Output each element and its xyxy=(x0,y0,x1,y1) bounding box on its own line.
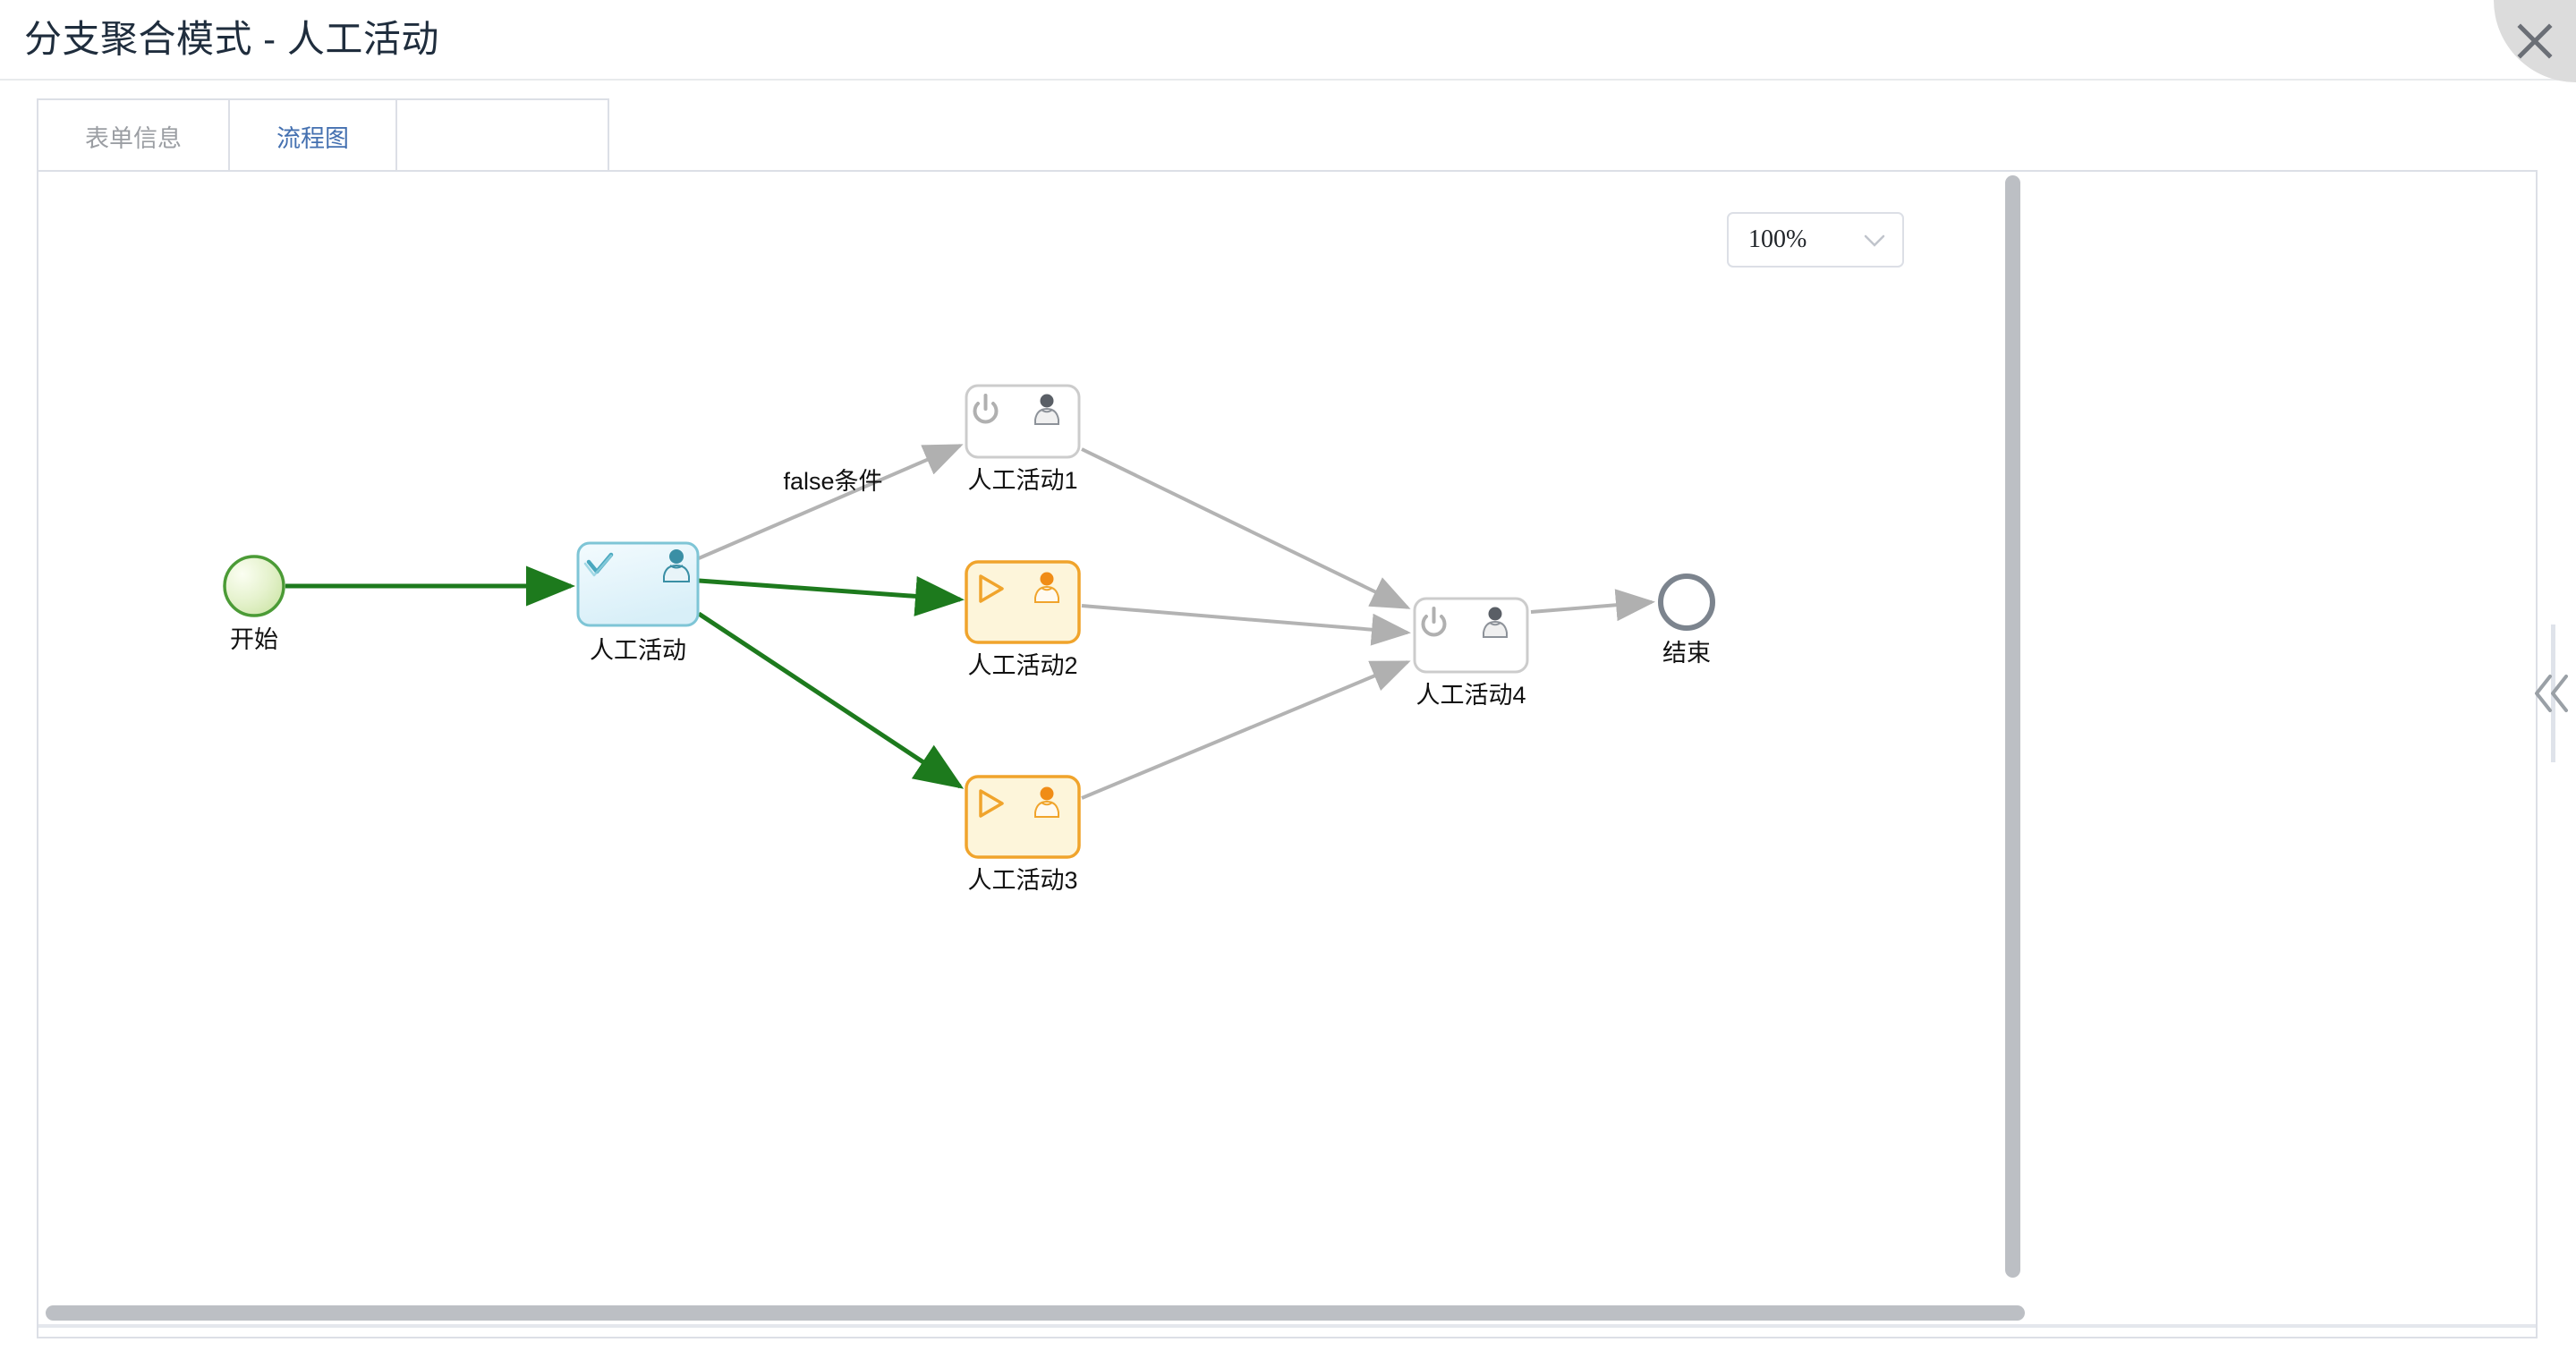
node-label-task-manual-2: 人工活动2 xyxy=(967,652,1078,679)
double-chevron-left-icon xyxy=(2529,675,2575,721)
dialog-header: 分支聚合模式 - 人工活动 xyxy=(0,0,2576,82)
node-label-task-manual: 人工活动 xyxy=(590,637,686,664)
close-button[interactable] xyxy=(2494,0,2576,82)
zoom-level-value: 100% xyxy=(1748,225,1807,253)
user-icon xyxy=(1483,607,1508,638)
diagram-svg xyxy=(223,384,1715,859)
power-icon xyxy=(1421,607,1447,637)
horizontal-scrollbar-thumb[interactable] xyxy=(46,1305,2025,1321)
tab-flowchart-label: 流程图 xyxy=(276,124,349,152)
node-label-task-manual-3: 人工活动3 xyxy=(967,867,1078,894)
node-start[interactable] xyxy=(223,555,285,617)
zoom-level-select[interactable]: 100% xyxy=(1727,212,1904,268)
node-task-manual-2[interactable] xyxy=(965,560,1081,644)
node-label-end: 结束 xyxy=(1662,640,1711,667)
node-task-manual-1[interactable] xyxy=(965,384,1081,459)
page-title: 分支聚合模式 - 人工活动 xyxy=(24,18,439,60)
check-icon xyxy=(583,552,614,577)
user-icon xyxy=(663,549,690,582)
edge-task2-to-task4[interactable] xyxy=(1081,604,1411,646)
tab-flowchart[interactable]: 流程图 xyxy=(230,100,397,172)
tab-list: 表单信息 流程图 xyxy=(37,98,609,172)
edge-task3-to-task4[interactable] xyxy=(1081,660,1411,800)
chevron-down-icon xyxy=(1861,232,1888,254)
play-icon xyxy=(979,574,1004,603)
node-label-task-manual-4: 人工活动4 xyxy=(1416,682,1526,709)
tab-form-info[interactable]: 表单信息 xyxy=(38,100,230,172)
power-icon xyxy=(973,394,999,424)
tab-bar: 表单信息 流程图 xyxy=(37,98,2538,172)
collapse-panel-button[interactable] xyxy=(2529,669,2575,722)
vertical-scrollbar-thumb[interactable] xyxy=(2005,175,2020,1278)
edge-label-false-condition: false条件 xyxy=(783,468,883,495)
edge-task0-to-task3[interactable] xyxy=(697,611,965,789)
tab-form-info-label: 表单信息 xyxy=(85,124,182,152)
user-icon xyxy=(1034,572,1059,603)
node-task-manual[interactable] xyxy=(576,541,700,627)
edge-task0-to-task1[interactable] xyxy=(698,444,964,560)
diagram-canvas[interactable]: 开始 人工活动 人工活动1 人工活动2 人工活动3 人工活动4 结束 false… xyxy=(38,172,2536,1337)
node-task-manual-4[interactable] xyxy=(1413,597,1529,674)
node-task-manual-3[interactable] xyxy=(965,775,1081,859)
edge-task1-to-task4[interactable] xyxy=(1081,447,1411,609)
panel-bottom-divider xyxy=(38,1324,2536,1328)
node-label-start: 开始 xyxy=(230,626,278,653)
play-icon xyxy=(979,789,1004,818)
node-end[interactable] xyxy=(1658,574,1715,631)
user-icon xyxy=(1034,786,1059,818)
user-icon xyxy=(1034,394,1059,425)
tab-empty-slot xyxy=(397,100,608,172)
edge-task4-to-end[interactable] xyxy=(1530,589,1655,622)
edge-task0-to-task2[interactable] xyxy=(698,575,965,616)
node-label-task-manual-1: 人工活动1 xyxy=(967,467,1078,494)
flowchart-panel: 开始 人工活动 人工活动1 人工活动2 人工活动3 人工活动4 结束 false… xyxy=(37,170,2538,1338)
